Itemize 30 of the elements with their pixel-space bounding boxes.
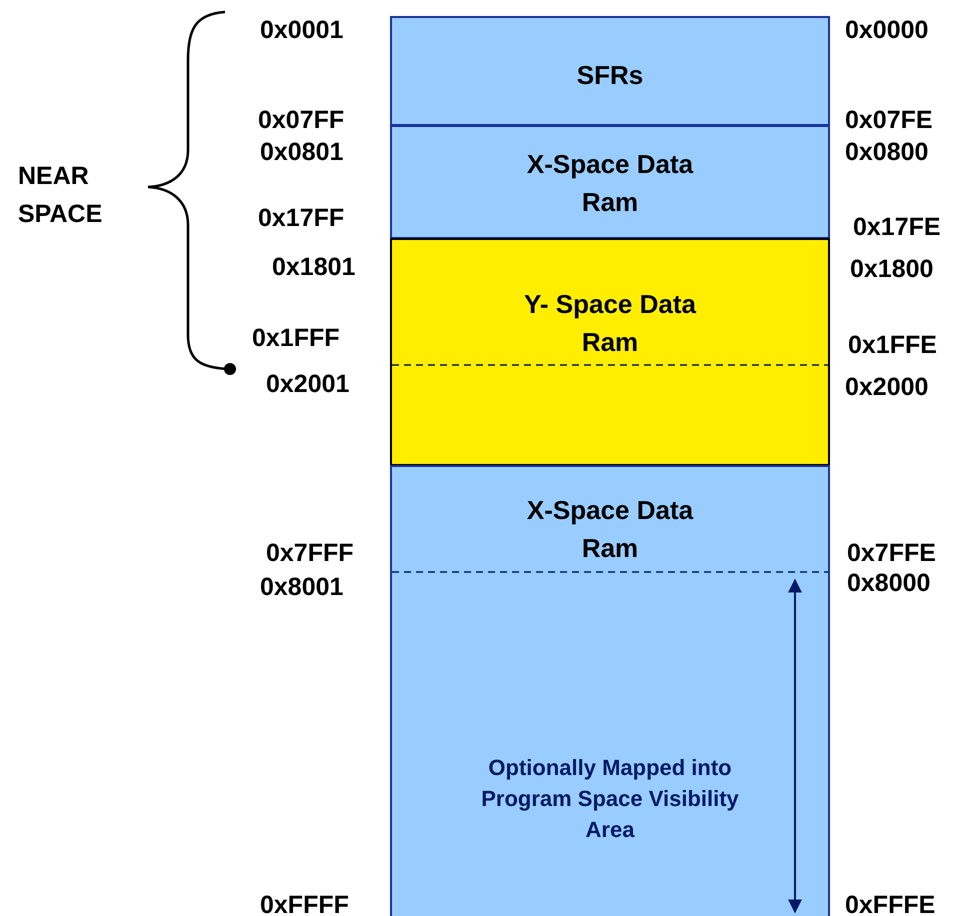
region-name: Y- Space Data Ram xyxy=(523,288,698,359)
address-label: 0x0801 xyxy=(260,140,344,165)
address-label: 0x8001 xyxy=(260,575,344,600)
address-label: 0x07FF xyxy=(258,108,344,133)
address-label: 0x17FE xyxy=(853,215,941,240)
address-label: 0x7FFE xyxy=(847,541,936,566)
address-label: 0x0000 xyxy=(845,18,928,43)
address-label: 0x7FFF xyxy=(266,541,354,566)
memory-region xyxy=(390,125,830,239)
address-label: 0x1801 xyxy=(272,255,356,280)
address-label: 0x8000 xyxy=(847,571,930,596)
region-note: Optionally Mapped into Program Space Visibility Area xyxy=(480,754,740,844)
address-label: 0xFFFF xyxy=(260,893,349,916)
memory-region xyxy=(390,16,830,126)
region-label: NEAR SPACE xyxy=(18,161,104,230)
address-label: 0x1FFF xyxy=(252,326,340,351)
address-label: 0x0001 xyxy=(260,18,344,43)
address-label: 0x2001 xyxy=(266,372,350,397)
address-label: 0xFFFE xyxy=(845,893,936,916)
address-label: 0x1800 xyxy=(850,257,934,282)
address-label: 0x17FF xyxy=(258,206,344,231)
address-label: 0x2000 xyxy=(845,375,928,400)
address-label: 0x07FE xyxy=(845,108,933,133)
region-name: X-Space Data Ram xyxy=(526,148,694,219)
region-name: SFRs xyxy=(576,59,644,92)
address-label: 0x1FFE xyxy=(848,333,937,358)
memory-region xyxy=(390,465,830,916)
address-label: 0x0800 xyxy=(845,140,928,165)
memory-region xyxy=(390,238,830,466)
region-name: X-Space Data Ram xyxy=(526,494,694,565)
